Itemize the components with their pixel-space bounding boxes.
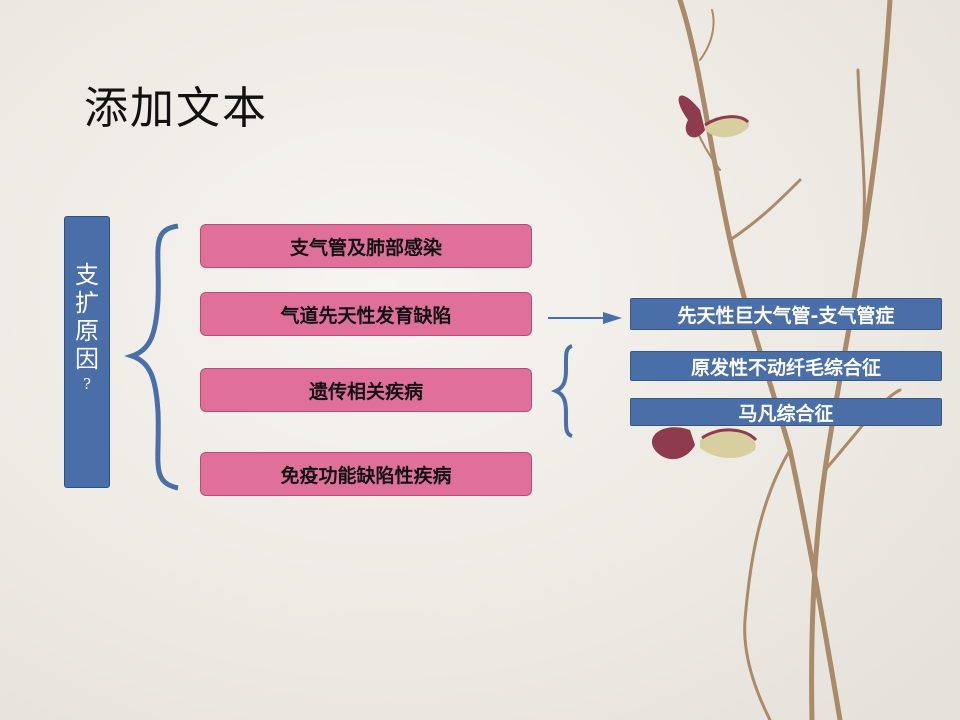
butterfly-icon [651,427,758,460]
left-brace [124,223,179,491]
root-char: 因 [75,345,99,373]
result-box-genetic-2: 马凡综合征 [630,398,942,426]
arrow-head [603,312,622,324]
root-char: 原 [75,317,99,345]
cause-box-genetic: 遗传相关疾病 [200,368,532,412]
right-brace [550,344,573,438]
root-char: 支 [75,261,99,289]
root-char: 扩 [75,289,99,317]
root-cause-box: 支 扩 原 因 ? [64,216,110,488]
page-title: 添加文本 [84,83,268,134]
cause-box-infection: 支气管及肺部感染 [200,224,532,268]
result-box-genetic-1: 原发性不动纤毛综合征 [630,351,942,381]
cause-box-immune: 免疫功能缺陷性疾病 [200,452,532,496]
root-suffix: ? [82,375,92,393]
cause-box-congenital: 气道先天性发育缺陷 [200,292,532,336]
butterfly-icon [678,95,750,138]
result-box-congenital: 先天性巨大气管-支气管症 [630,298,942,330]
